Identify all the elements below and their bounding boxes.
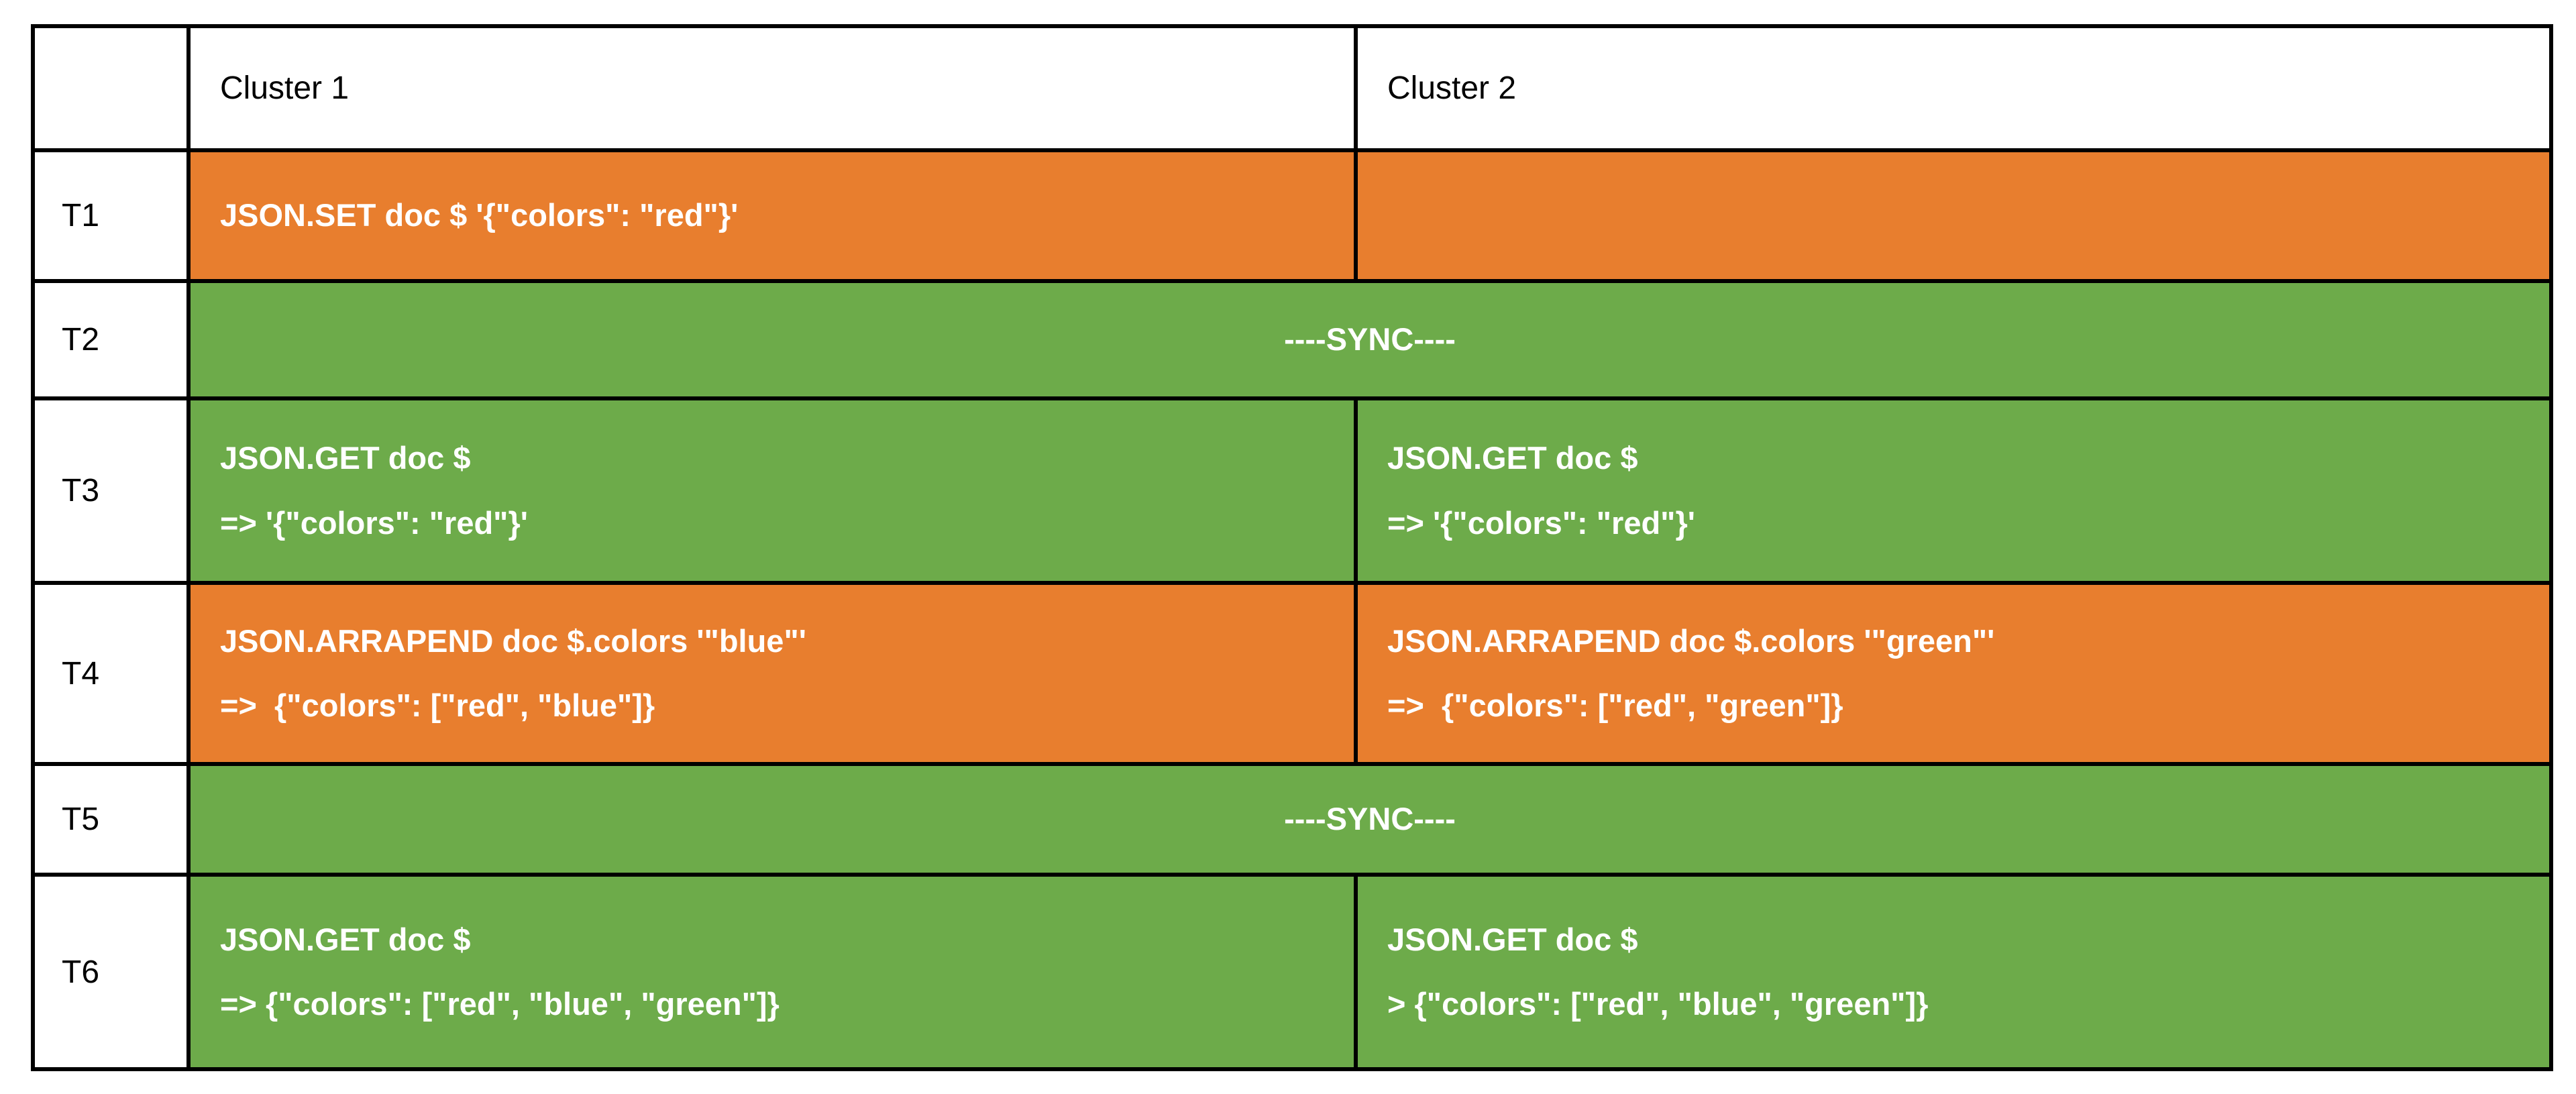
t4-cluster1-command: JSON.ARRAPEND doc $.colors '"blue"' => {… — [186, 581, 1358, 766]
t6-cluster2-command: JSON.GET doc $ > {"colors": ["red", "blu… — [1354, 873, 2553, 1071]
row-t5: T5 ----SYNC---- — [31, 762, 2553, 877]
row-t2-label: T2 — [31, 279, 191, 400]
row-t3-label: T3 — [31, 396, 191, 585]
row-t5-label: T5 — [31, 762, 191, 877]
row-t2: T2 ----SYNC---- — [31, 279, 2553, 400]
row-t4: T4 JSON.ARRAPEND doc $.colors '"blue"' =… — [31, 581, 2553, 766]
t4-cluster2-command: JSON.ARRAPEND doc $.colors '"green"' => … — [1354, 581, 2553, 766]
t6-cluster1-command: JSON.GET doc $ => {"colors": ["red", "bl… — [186, 873, 1358, 1071]
t5-sync-cell: ----SYNC---- — [186, 762, 2553, 877]
header-cluster2: Cluster 2 — [1354, 24, 2553, 152]
row-t1-label: T1 — [31, 148, 191, 283]
t1-cluster2-command — [1354, 148, 2553, 283]
row-t3: T3 JSON.GET doc $ => '{"colors": "red"}'… — [31, 396, 2553, 585]
header-cluster1: Cluster 1 — [186, 24, 1358, 152]
t1-cluster1-command: JSON.SET doc $ '{"colors": "red"}' — [186, 148, 1358, 283]
header-time-cell — [31, 24, 191, 152]
row-t6: T6 JSON.GET doc $ => {"colors": ["red", … — [31, 873, 2553, 1071]
cluster-sync-timeline-table: Cluster 1 Cluster 2 T1 JSON.SET doc $ '{… — [31, 24, 2553, 1071]
t3-cluster2-command: JSON.GET doc $ => '{"colors": "red"}' — [1354, 396, 2553, 585]
row-t6-label: T6 — [31, 873, 191, 1071]
row-t4-label: T4 — [31, 581, 191, 766]
header-row: Cluster 1 Cluster 2 — [31, 24, 2553, 152]
t2-sync-cell: ----SYNC---- — [186, 279, 2553, 400]
row-t1: T1 JSON.SET doc $ '{"colors": "red"}' — [31, 148, 2553, 283]
t3-cluster1-command: JSON.GET doc $ => '{"colors": "red"}' — [186, 396, 1358, 585]
